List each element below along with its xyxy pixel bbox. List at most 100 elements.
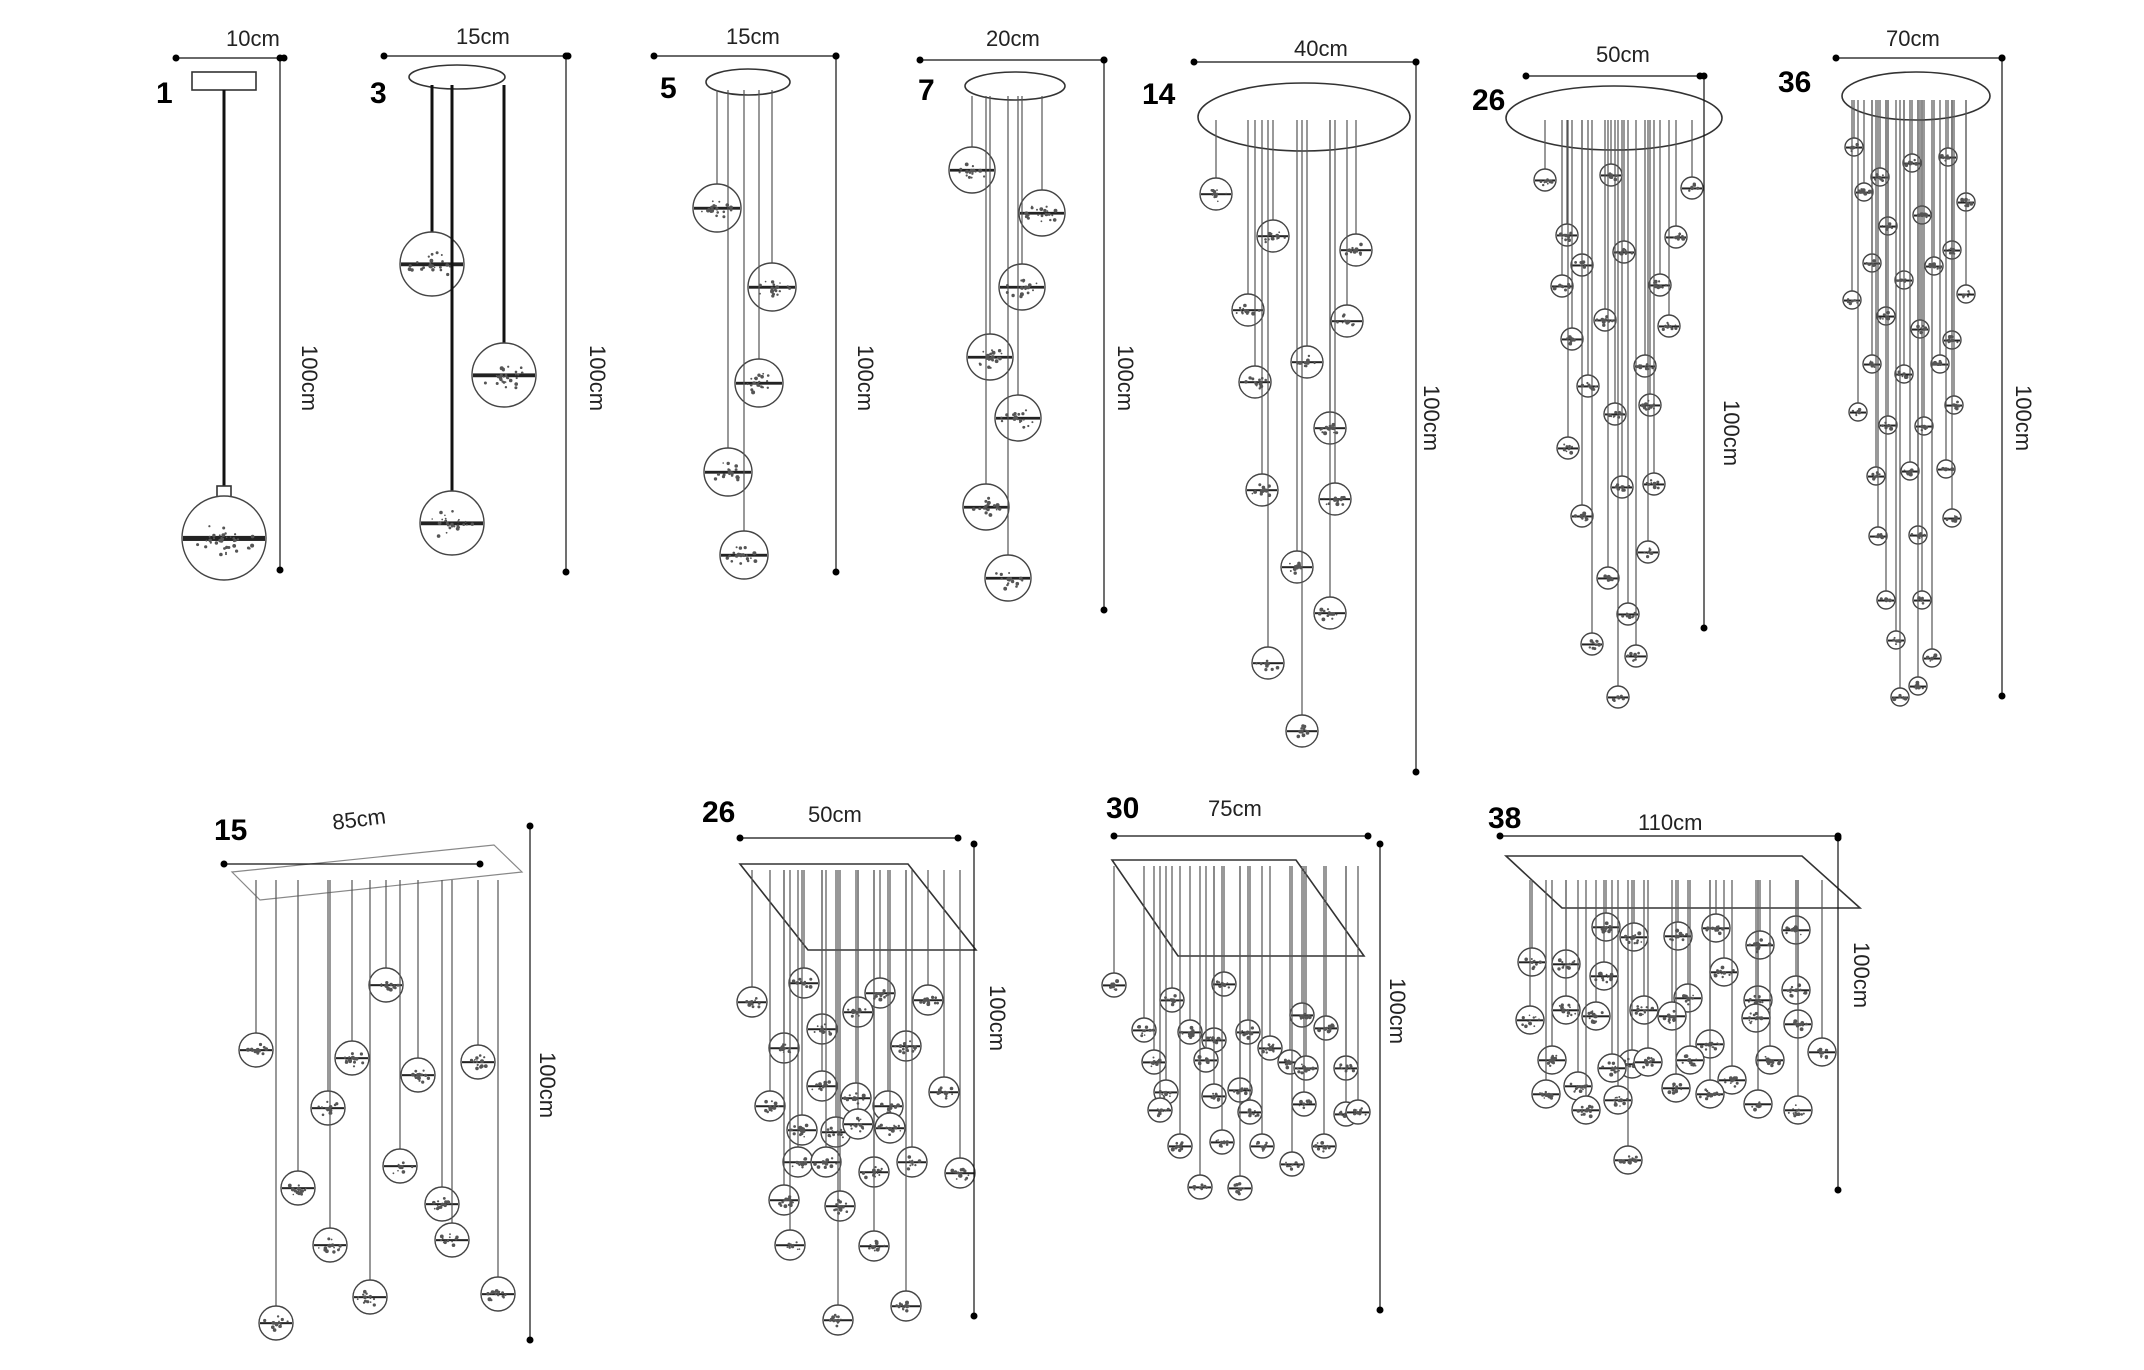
bubble <box>1349 1063 1352 1067</box>
bubble <box>1600 317 1605 322</box>
light-count-label: 26 <box>1472 84 1505 117</box>
bubble <box>1721 927 1725 931</box>
bubble <box>965 174 968 177</box>
bubble <box>983 175 986 178</box>
bubble <box>433 266 436 269</box>
bubble <box>444 1240 447 1242</box>
dimension-end-dot <box>526 1336 534 1344</box>
bubble <box>1142 1029 1145 1033</box>
bubble <box>1560 1003 1564 1007</box>
bubble <box>440 1239 443 1242</box>
bubble <box>1893 636 1896 639</box>
bubble <box>715 205 717 207</box>
bubble <box>1264 1047 1268 1051</box>
fixture-36 <box>1832 54 2006 707</box>
fixture-38 <box>1496 832 1863 1194</box>
bubble <box>1528 1014 1531 1017</box>
bubble <box>1681 938 1685 942</box>
bubble <box>444 1200 448 1204</box>
bubble <box>1691 1062 1696 1067</box>
bubble <box>261 1052 265 1056</box>
bubble <box>1258 387 1261 390</box>
bubble <box>760 385 763 389</box>
bubble <box>1588 385 1591 388</box>
bubble <box>858 1010 861 1014</box>
bubble <box>772 283 776 287</box>
bubble <box>428 264 433 268</box>
bubble <box>429 258 434 263</box>
bubble <box>499 373 503 378</box>
bubble <box>1799 988 1802 991</box>
bubble <box>1692 994 1694 997</box>
bubble <box>990 355 995 359</box>
bubble <box>1678 232 1682 236</box>
bubble <box>868 1246 871 1250</box>
bubble <box>1170 1147 1175 1152</box>
bubble <box>1888 225 1892 229</box>
bubble <box>1571 445 1573 448</box>
bubble <box>1902 372 1906 376</box>
bubble <box>1604 926 1608 930</box>
bubble <box>1799 1027 1804 1032</box>
bubble <box>205 539 208 542</box>
dimension-end-dot <box>1412 768 1420 776</box>
bubble <box>1748 943 1752 947</box>
dimension-end-dot <box>276 54 284 62</box>
bubble <box>458 518 460 521</box>
bubble <box>1640 941 1643 943</box>
bubble <box>1649 479 1653 482</box>
bubble <box>1152 1060 1156 1063</box>
bubble <box>1557 967 1561 971</box>
bubble <box>991 349 993 352</box>
bubble <box>1644 365 1647 368</box>
bubble <box>857 1123 859 1126</box>
bubble <box>1022 278 1026 282</box>
bubble <box>338 1244 342 1248</box>
bubble <box>1364 1113 1367 1116</box>
bubble <box>1591 1010 1594 1012</box>
bubble <box>1226 982 1229 985</box>
dimension-end-dot <box>1832 54 1840 62</box>
bubble <box>1538 1092 1542 1095</box>
bubble <box>770 289 774 294</box>
bubble <box>278 1324 282 1328</box>
bubble <box>445 531 448 534</box>
bubble <box>1908 471 1912 476</box>
bubble <box>1688 189 1691 192</box>
bubble <box>1046 210 1049 213</box>
bubble <box>1820 1054 1823 1058</box>
bubble <box>818 1082 822 1087</box>
bubble <box>476 1063 479 1066</box>
bubble <box>1175 1141 1179 1145</box>
bubble <box>1694 1065 1697 1067</box>
bubble <box>457 526 459 529</box>
bubble <box>1163 1095 1166 1099</box>
dimension-end-dot <box>1522 72 1530 80</box>
bubble <box>1567 1003 1571 1007</box>
bubble <box>1566 965 1570 969</box>
light-count-label: 3 <box>370 77 387 110</box>
bubble <box>1251 492 1254 495</box>
bubble <box>372 1297 376 1301</box>
bubble <box>1671 1089 1675 1092</box>
bubble <box>401 1161 405 1165</box>
bubble <box>1149 1061 1152 1064</box>
bubble <box>1263 488 1268 492</box>
bubble <box>507 377 510 380</box>
bubble <box>508 378 513 383</box>
bubble <box>1253 381 1257 384</box>
bubble <box>1581 517 1584 520</box>
bubble <box>1898 695 1902 699</box>
bubble <box>1870 362 1874 367</box>
bubble <box>967 1174 970 1177</box>
bubble <box>770 280 775 284</box>
bubble <box>1289 562 1291 565</box>
bubble <box>1642 1065 1645 1069</box>
bubble <box>1335 431 1339 435</box>
bubble <box>225 551 227 554</box>
bubble <box>971 172 974 175</box>
bubble <box>1570 1013 1573 1017</box>
bubble <box>1945 518 1949 522</box>
bubble <box>971 507 976 511</box>
bubble <box>1650 1006 1655 1011</box>
